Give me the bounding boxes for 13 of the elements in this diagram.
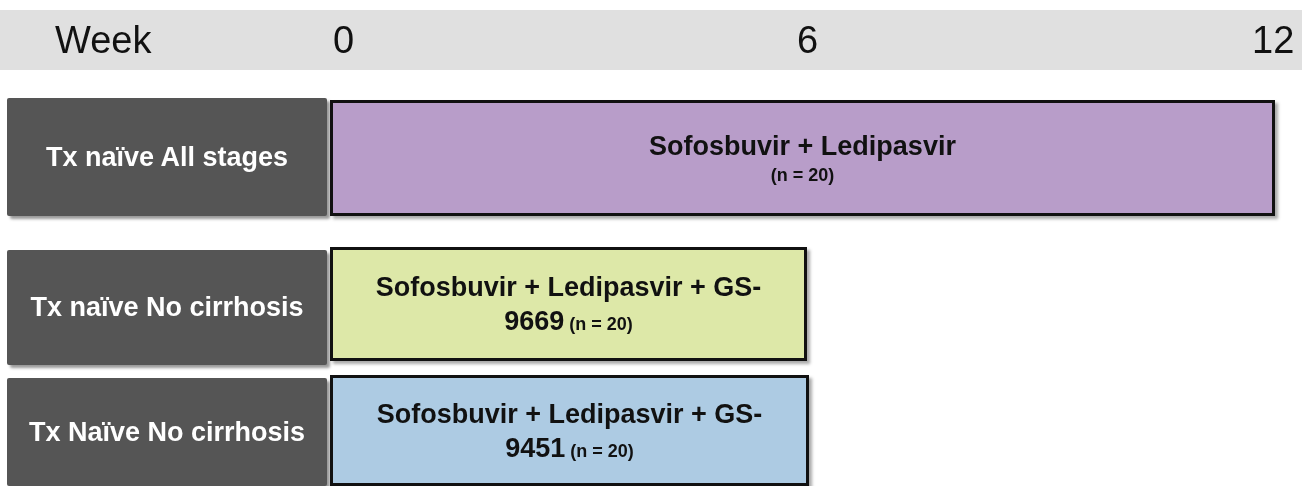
treatment-bar — [330, 100, 1275, 216]
treatment-text: Sofosbuvir + Ledipasvir (n = 20) — [649, 130, 956, 187]
week-tick-label: 0 — [333, 18, 355, 62]
week-tick-label: 6 — [797, 18, 819, 62]
treatment-text: Sofosbuvir + Ledipasvir + GS-9669 (n = 20) — [374, 271, 763, 338]
treatment-text: Sofosbuvir + Ledipasvir + GS-9451 (n = 20) — [375, 397, 764, 465]
group-label-box: Tx Naïve No cirrhosis — [7, 378, 327, 486]
axis-title: Week — [55, 18, 152, 62]
group-label-box: Tx naïve No cirrhosis — [7, 250, 327, 365]
week-tick-label: 12 — [1252, 18, 1295, 62]
treatment-bar — [330, 247, 807, 361]
treatment-bar — [330, 375, 809, 486]
group-label-box: Tx naïve All stages — [7, 98, 327, 216]
